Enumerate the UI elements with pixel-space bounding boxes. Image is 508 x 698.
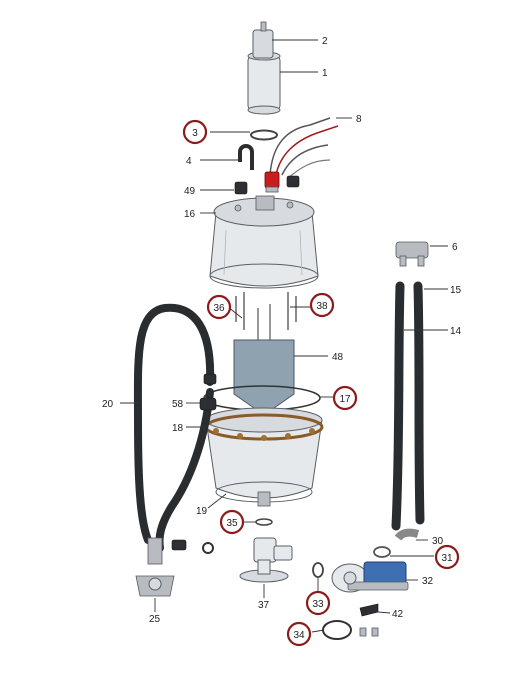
label-15: 15	[450, 285, 462, 296]
part-58-clip	[199, 373, 217, 411]
part-49-plug	[234, 171, 300, 195]
part-38-screws	[287, 292, 297, 330]
label-42: 42	[392, 609, 404, 620]
part-3-o-ring	[250, 129, 278, 141]
label-32: 32	[422, 576, 434, 587]
label-49: 49	[184, 186, 196, 197]
part-36-screws	[235, 292, 245, 330]
callout-36: 36	[206, 294, 232, 320]
label-4: 4	[186, 156, 192, 167]
callout-17: 17	[332, 385, 358, 411]
part-6-connector	[395, 241, 429, 267]
part-34-gasket	[322, 620, 352, 640]
part-16-upper-housing	[209, 195, 319, 289]
callout-35-label: 35	[226, 518, 238, 529]
label-14: 14	[450, 326, 462, 337]
label-18: 18	[172, 423, 184, 434]
part-31-o-ring	[373, 546, 391, 558]
callout-38: 38	[309, 292, 335, 318]
leader-lines	[120, 39, 448, 633]
part-25-valve	[135, 537, 214, 597]
part-1-cylinder	[247, 21, 281, 115]
plain-labels: 2 1 8 4 49 16 6 15 14 48 20 58 18 19 30 …	[102, 36, 462, 625]
callout-33-label: 33	[312, 599, 324, 610]
part-33-o-ring	[312, 562, 324, 578]
label-37: 37	[258, 600, 270, 611]
label-16: 16	[184, 209, 196, 220]
label-2: 2	[322, 36, 328, 47]
part-30-elbow	[394, 528, 420, 541]
callout-33: 33	[305, 590, 331, 616]
label-20: 20	[102, 399, 114, 410]
part-14-hose	[391, 281, 405, 531]
callout-31-label: 31	[441, 553, 453, 564]
label-6: 6	[452, 242, 458, 253]
part-35-o-ring	[255, 518, 273, 526]
callout-35: 35	[219, 509, 245, 535]
label-1: 1	[322, 68, 328, 79]
callout-31: 31	[434, 544, 460, 570]
label-19: 19	[196, 506, 208, 517]
label-48: 48	[332, 352, 344, 363]
label-30: 30	[432, 536, 444, 547]
callout-38-label: 38	[316, 301, 328, 312]
part-8-wires	[269, 117, 339, 179]
part-37-fitting	[239, 537, 293, 583]
part-42-bracket	[359, 603, 379, 637]
label-25: 25	[149, 614, 161, 625]
part-20-hose	[133, 303, 215, 552]
callout-3: 3	[182, 119, 208, 145]
part-19-lower-housing	[205, 407, 323, 507]
callout-3-label: 3	[192, 128, 198, 139]
callout-36-label: 36	[213, 303, 225, 314]
part-4-tube	[238, 144, 254, 170]
label-8: 8	[356, 114, 362, 125]
callout-34-label: 34	[293, 630, 305, 641]
callout-17-label: 17	[339, 394, 351, 405]
part-48-electrode	[233, 304, 295, 416]
part-15-hose	[413, 281, 425, 525]
part-32-pump	[331, 561, 409, 593]
label-58: 58	[172, 399, 184, 410]
callout-34: 34	[286, 621, 312, 647]
